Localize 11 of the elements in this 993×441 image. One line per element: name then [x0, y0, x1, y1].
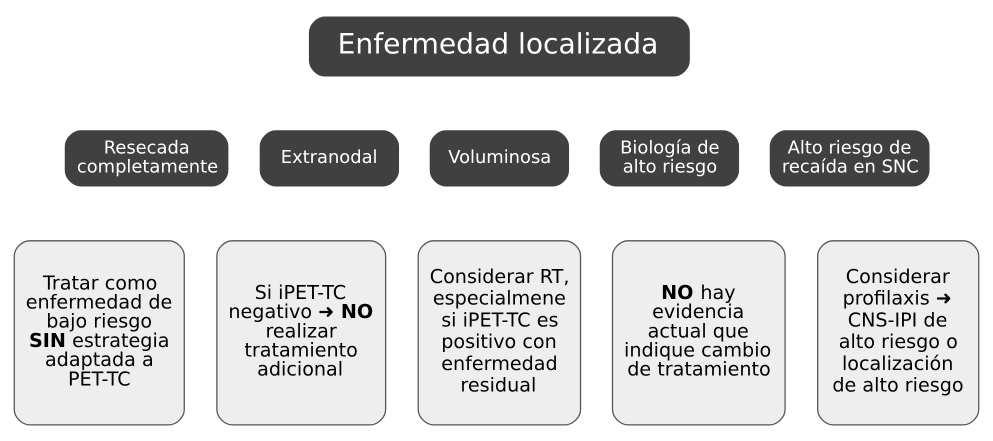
node-box: Biología de alto riesgo [600, 130, 740, 186]
node-box: Tratar como enfermedad de bajo riesgo SIN estrategia adaptada a PET-TC [14, 240, 185, 426]
node-box: Alto riesgo de recaída en SNC [770, 130, 930, 186]
node-box: Si iPET-TC negativo ➜ NO realizar tratamiento adicional [216, 240, 386, 426]
node-box: Voluminosa [430, 130, 570, 186]
node-box: Enfermedad localizada [308, 16, 690, 76]
node-box: Resecada completamente [64, 130, 228, 186]
node-box: NO hay evidencia actual que indique cambio de tratamiento [612, 240, 786, 426]
node-box: Extranodal [260, 130, 400, 186]
node-box: Considerar RT, especialmene si iPET-TC es positivo con enfermedad residual [418, 240, 582, 426]
node-box: Considerar profilaxis ➜ CNS-IPI de alto riesgo o localización de alto riesgo [817, 240, 980, 426]
